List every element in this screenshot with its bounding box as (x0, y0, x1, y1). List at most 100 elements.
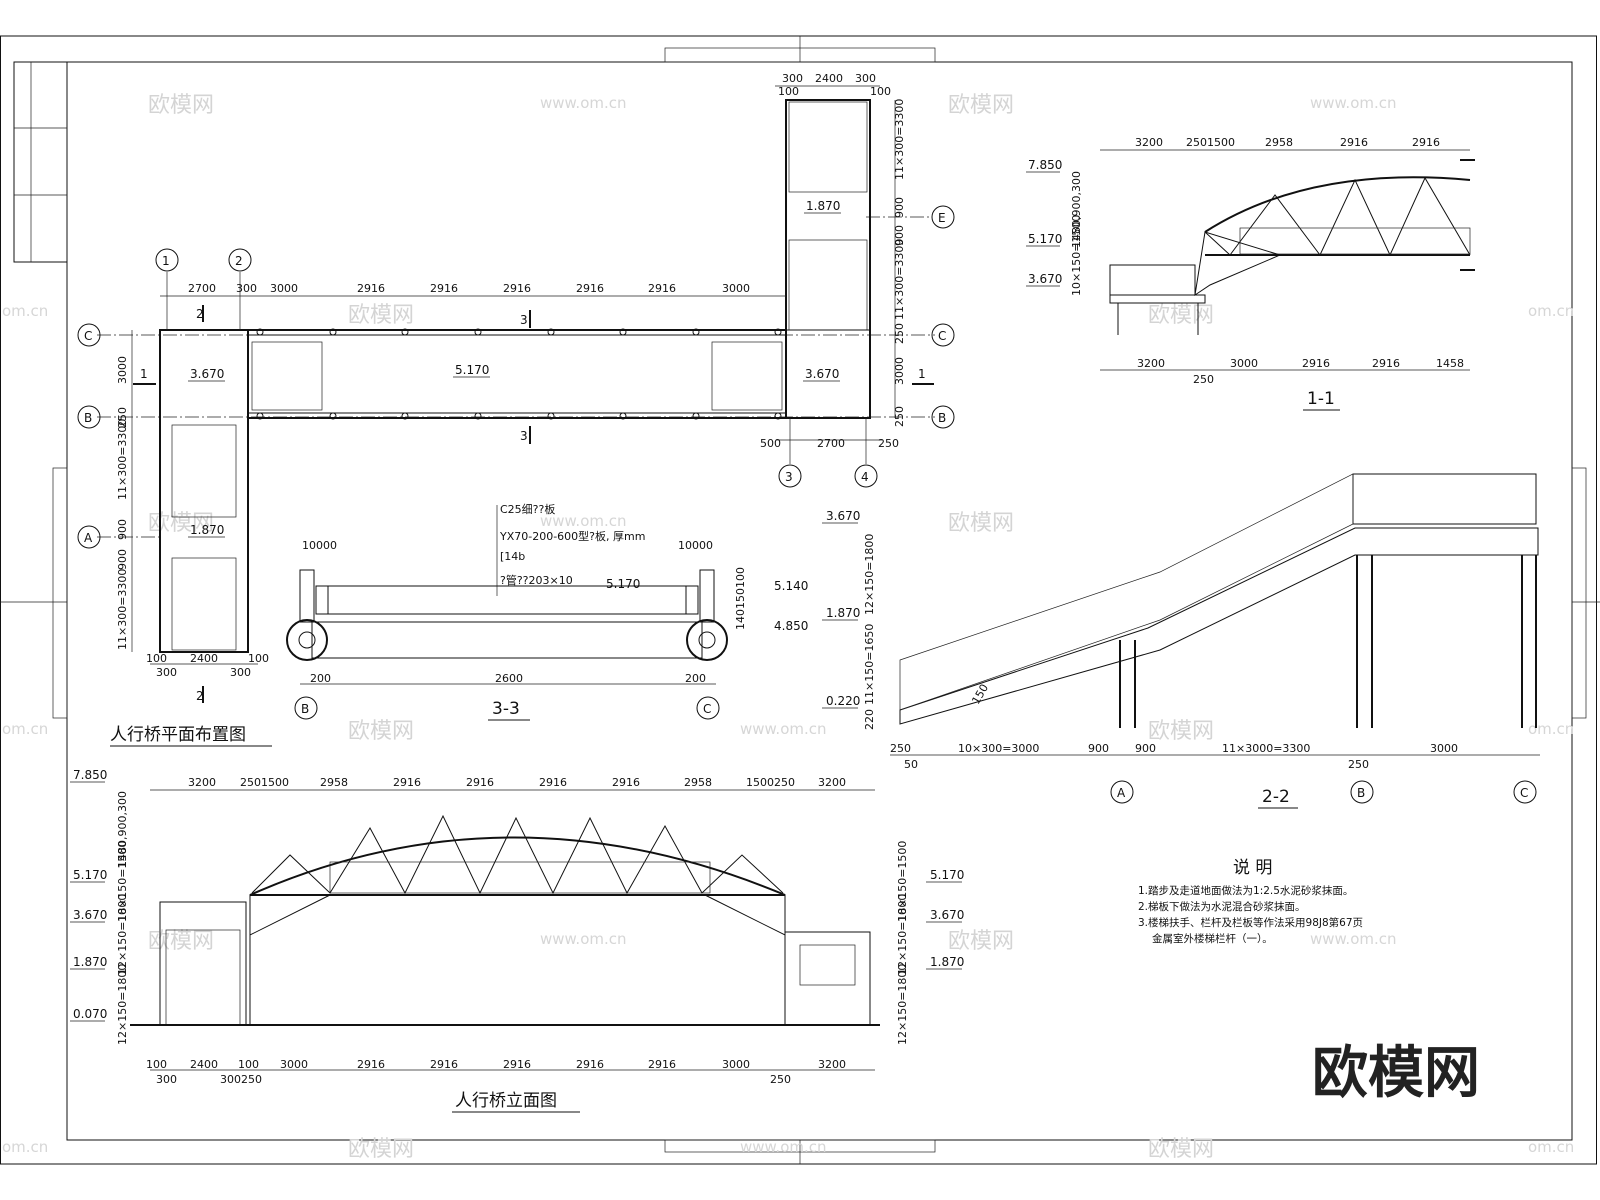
svg-text:www.om.cn: www.om.cn (540, 930, 627, 948)
svg-text:om.cn: om.cn (1528, 302, 1574, 320)
svg-text:2700: 2700 (817, 437, 845, 450)
svg-text:[14b: [14b (500, 550, 525, 563)
svg-text:5.170: 5.170 (1028, 232, 1062, 246)
plan-title: 人行桥平面布置图 (110, 725, 246, 745)
svg-text:om.cn: om.cn (2, 1138, 48, 1156)
svg-text:C: C (703, 702, 711, 716)
svg-text:2958: 2958 (684, 776, 712, 789)
elevation-view: 3200 2501500 2958 2916 2916 2916 2916 29… (70, 768, 964, 1113)
svg-text:1: 1 (140, 367, 148, 381)
svg-text:欧模网: 欧模网 (1148, 303, 1214, 328)
svg-text:C: C (1520, 786, 1528, 800)
svg-text:12×150=1800: 12×150=1800 (863, 534, 876, 615)
svg-text:om.cn: om.cn (2, 720, 48, 738)
svg-text:1: 1 (918, 367, 926, 381)
svg-text:3.楼梯扶手、栏杆及栏板等作法采用98J8第67页: 3.楼梯扶手、栏杆及栏板等作法采用98J8第67页 (1138, 916, 1363, 929)
svg-text:2916: 2916 (1340, 136, 1368, 149)
svg-text:220: 220 (863, 709, 876, 730)
svg-text:金属室外楼梯栏杆（一）。: 金属室外楼梯栏杆（一）。 (1152, 932, 1273, 945)
svg-text:10×150=1500: 10×150=1500 (896, 841, 909, 922)
svg-text:2916: 2916 (357, 1058, 385, 1071)
svg-text:3200: 3200 (188, 776, 216, 789)
svg-text:1: 1 (162, 254, 170, 268)
svg-text:250: 250 (770, 1073, 791, 1086)
svg-text:2600: 2600 (495, 672, 523, 685)
plan-truss-nodes (256, 328, 782, 420)
svg-text:3.670: 3.670 (190, 367, 224, 381)
svg-text:2916: 2916 (430, 1058, 458, 1071)
svg-text:300: 300 (156, 666, 177, 679)
svg-text:3: 3 (520, 429, 528, 443)
svg-text:E: E (938, 211, 946, 225)
svg-text:500: 500 (760, 437, 781, 450)
svg-text:2958: 2958 (320, 776, 348, 789)
svg-text:100: 100 (146, 652, 167, 665)
svg-text:www.om.cn: www.om.cn (540, 512, 627, 530)
svg-text:1.870: 1.870 (826, 606, 860, 620)
svg-text:11×300=3300: 11×300=3300 (116, 569, 129, 650)
svg-text:900: 900 (1088, 742, 1109, 755)
svg-text:www.om.cn: www.om.cn (740, 1138, 827, 1156)
sheet-frame (0, 35, 1600, 1165)
svg-text:250: 250 (116, 407, 129, 428)
svg-text:欧模网: 欧模网 (1148, 1137, 1214, 1162)
svg-text:2916: 2916 (539, 776, 567, 789)
notes-block: 说 明 1.踏步及走道地面做法为1:2.5水泥砂浆抹面。 2.梯板下做法为水泥混… (1138, 858, 1363, 945)
brand-logo: 欧模网 (1312, 1041, 1480, 1106)
svg-text:11×3000=3300: 11×3000=3300 (1222, 742, 1310, 755)
svg-text:2.梯板下做法为水泥混合砂浆抹面。: 2.梯板下做法为水泥混合砂浆抹面。 (1138, 900, 1306, 913)
svg-text:50: 50 (904, 758, 918, 771)
svg-text:3.670: 3.670 (1028, 272, 1062, 286)
svg-text:1.踏步及走道地面做法为1:2.5水泥砂浆抹面。: 1.踏步及走道地面做法为1:2.5水泥砂浆抹面。 (1138, 884, 1353, 897)
svg-text:10000: 10000 (678, 539, 713, 552)
svg-text:250: 250 (893, 406, 906, 427)
svg-text:om.cn: om.cn (1528, 1138, 1574, 1156)
svg-text:3.670: 3.670 (826, 509, 860, 523)
svg-text:0.070: 0.070 (73, 1007, 107, 1021)
section-2-2: 150 3.670 1.870 0.220 12×150=1800 11×150… (822, 473, 1540, 809)
svg-text:1.870: 1.870 (806, 199, 840, 213)
svg-text:900: 900 (116, 519, 129, 540)
svg-text:250: 250 (1348, 758, 1369, 771)
svg-text:300: 300 (855, 72, 876, 85)
svg-text:3200: 3200 (818, 776, 846, 789)
svg-text:5.170: 5.170 (455, 363, 489, 377)
svg-text:1480,900,300: 1480,900,300 (116, 791, 129, 868)
svg-text:A: A (84, 531, 93, 545)
svg-text:2916: 2916 (1412, 136, 1440, 149)
svg-text:3000: 3000 (893, 357, 906, 385)
svg-text:12×150=1800: 12×150=1800 (116, 964, 129, 1045)
svg-text:2400: 2400 (815, 72, 843, 85)
svg-text:欧模网: 欧模网 (348, 719, 414, 744)
svg-text:3000: 3000 (280, 1058, 308, 1071)
svg-text:2501500: 2501500 (240, 776, 289, 789)
svg-text:C25细??板: C25细??板 (500, 502, 555, 516)
svg-text:2916: 2916 (357, 282, 385, 295)
svg-text:B: B (301, 702, 309, 716)
svg-text:2501500: 2501500 (1186, 136, 1235, 149)
svg-text:2916: 2916 (648, 1058, 676, 1071)
section-2-2-title: 2-2 (1262, 787, 1290, 807)
svg-text:欧模网: 欧模网 (148, 929, 214, 954)
svg-text:7.850: 7.850 (73, 768, 107, 782)
svg-text:欧模网: 欧模网 (348, 303, 414, 328)
svg-text:YX70-200-600型?板, 厚mm: YX70-200-600型?板, 厚mm (499, 529, 645, 543)
svg-text:欧模网: 欧模网 (148, 93, 214, 118)
svg-text:om.cn: om.cn (1528, 720, 1574, 738)
svg-text:100: 100 (870, 85, 891, 98)
svg-text:C: C (84, 329, 92, 343)
elevation-title: 人行桥立面图 (455, 1091, 557, 1111)
svg-text:200: 200 (310, 672, 331, 685)
svg-text:3.670: 3.670 (805, 367, 839, 381)
svg-text:2916: 2916 (576, 282, 604, 295)
section-1-1: 3200 2501500 2958 2916 2916 7.850 5.170 … (1026, 136, 1475, 411)
svg-text:10×300=3000: 10×300=3000 (958, 742, 1039, 755)
svg-text:3.670: 3.670 (73, 908, 107, 922)
svg-text:0.220: 0.220 (826, 694, 860, 708)
svg-text:250: 250 (893, 323, 906, 344)
svg-text:1480,900,300: 1480,900,300 (1070, 171, 1083, 248)
svg-text:欧模网: 欧模网 (1148, 719, 1214, 744)
svg-text:7.850: 7.850 (1028, 158, 1062, 172)
svg-text:10000: 10000 (302, 539, 337, 552)
svg-text:300: 300 (236, 282, 257, 295)
